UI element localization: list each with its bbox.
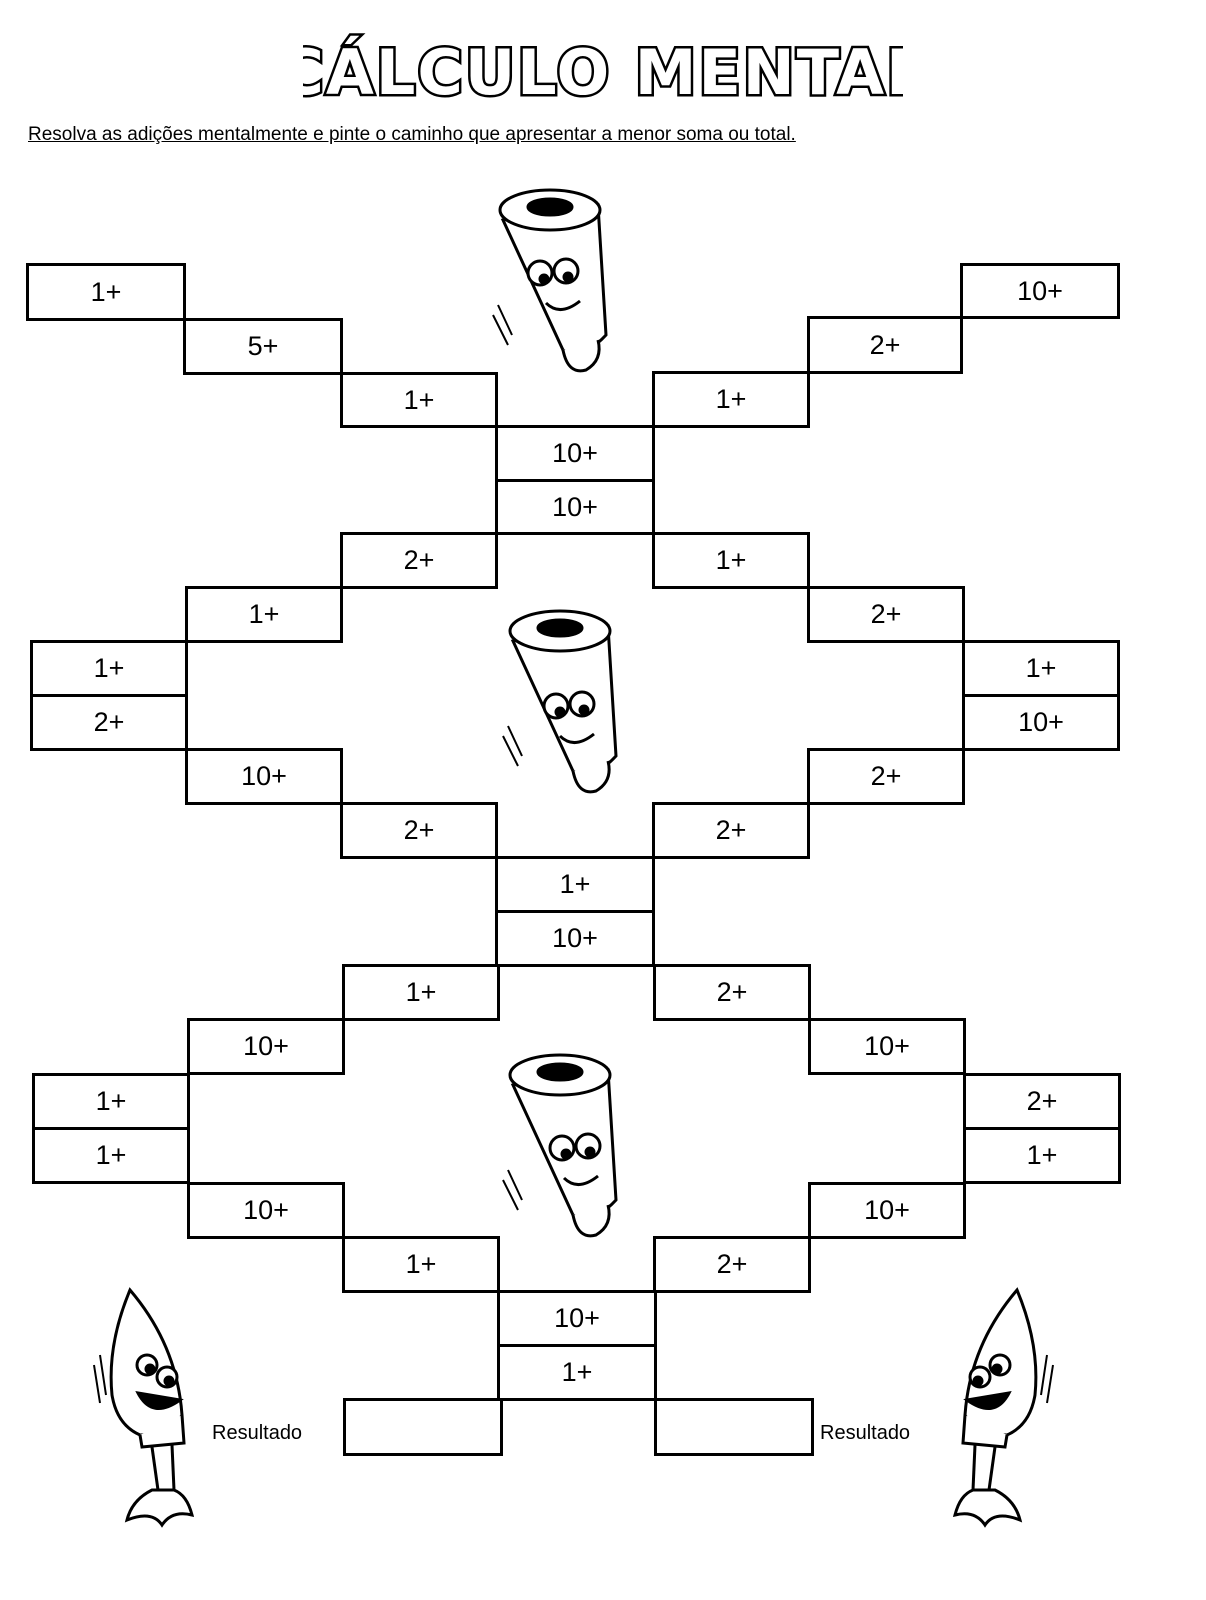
- instruction-text: Resolva as adições mentalmente e pinte o…: [28, 124, 796, 145]
- path-box[interactable]: 10+: [960, 263, 1120, 319]
- path-box[interactable]: 1+: [497, 1344, 657, 1401]
- path-box[interactable]: 1+: [340, 372, 498, 428]
- path-box[interactable]: 2+: [653, 964, 811, 1021]
- title-graphic: CÁLCULO MENTAL: [303, 34, 903, 112]
- marker-mascot-illustration: [502, 1053, 618, 1238]
- path-box[interactable]: 1+: [32, 1127, 190, 1184]
- brush-mascot-illustration: [952, 1287, 1054, 1528]
- path-box[interactable]: 10+: [808, 1182, 966, 1239]
- result-box-left[interactable]: [343, 1398, 503, 1456]
- marker-mascot-illustration: [502, 609, 618, 794]
- path-box[interactable]: 2+: [807, 748, 965, 805]
- path-box[interactable]: 1+: [652, 371, 810, 428]
- marker-mascot-illustration: [492, 188, 608, 373]
- path-box[interactable]: 1+: [30, 640, 188, 697]
- result-label-left: Resultado: [212, 1422, 303, 1444]
- path-box[interactable]: 1+: [26, 263, 186, 321]
- path-box[interactable]: 2+: [652, 802, 810, 859]
- path-box[interactable]: 10+: [962, 694, 1120, 751]
- path-box[interactable]: 5+: [183, 318, 343, 375]
- worksheet-title: CÁLCULO MENTAL: [0, 22, 1206, 122]
- path-box[interactable]: 10+: [495, 479, 655, 535]
- result-box-right[interactable]: [654, 1398, 814, 1456]
- result-label-right: Resultado: [820, 1422, 911, 1444]
- path-box[interactable]: 2+: [807, 316, 963, 374]
- path-box[interactable]: 10+: [185, 748, 343, 805]
- path-box[interactable]: 2+: [30, 694, 188, 751]
- path-box[interactable]: 10+: [495, 425, 655, 482]
- path-box[interactable]: 2+: [963, 1073, 1121, 1130]
- path-box[interactable]: 2+: [340, 532, 498, 589]
- path-box[interactable]: 10+: [187, 1018, 345, 1075]
- path-box[interactable]: 10+: [808, 1018, 966, 1075]
- path-box[interactable]: 1+: [495, 856, 655, 913]
- title-text: CÁLCULO MENTAL: [303, 36, 903, 109]
- path-box[interactable]: 1+: [342, 1236, 500, 1293]
- path-box[interactable]: 10+: [497, 1290, 657, 1347]
- path-box[interactable]: 2+: [340, 802, 498, 859]
- path-box[interactable]: 1+: [32, 1073, 190, 1130]
- path-box[interactable]: 2+: [653, 1236, 811, 1293]
- path-box[interactable]: 1+: [342, 964, 500, 1021]
- path-box[interactable]: 1+: [185, 586, 343, 643]
- path-box[interactable]: 10+: [495, 910, 655, 967]
- path-box[interactable]: 1+: [962, 640, 1120, 697]
- path-box[interactable]: 10+: [187, 1182, 345, 1239]
- path-box[interactable]: 2+: [807, 586, 965, 643]
- brush-mascot-illustration: [93, 1287, 195, 1528]
- path-box[interactable]: 1+: [652, 532, 810, 589]
- path-box[interactable]: 1+: [963, 1127, 1121, 1184]
